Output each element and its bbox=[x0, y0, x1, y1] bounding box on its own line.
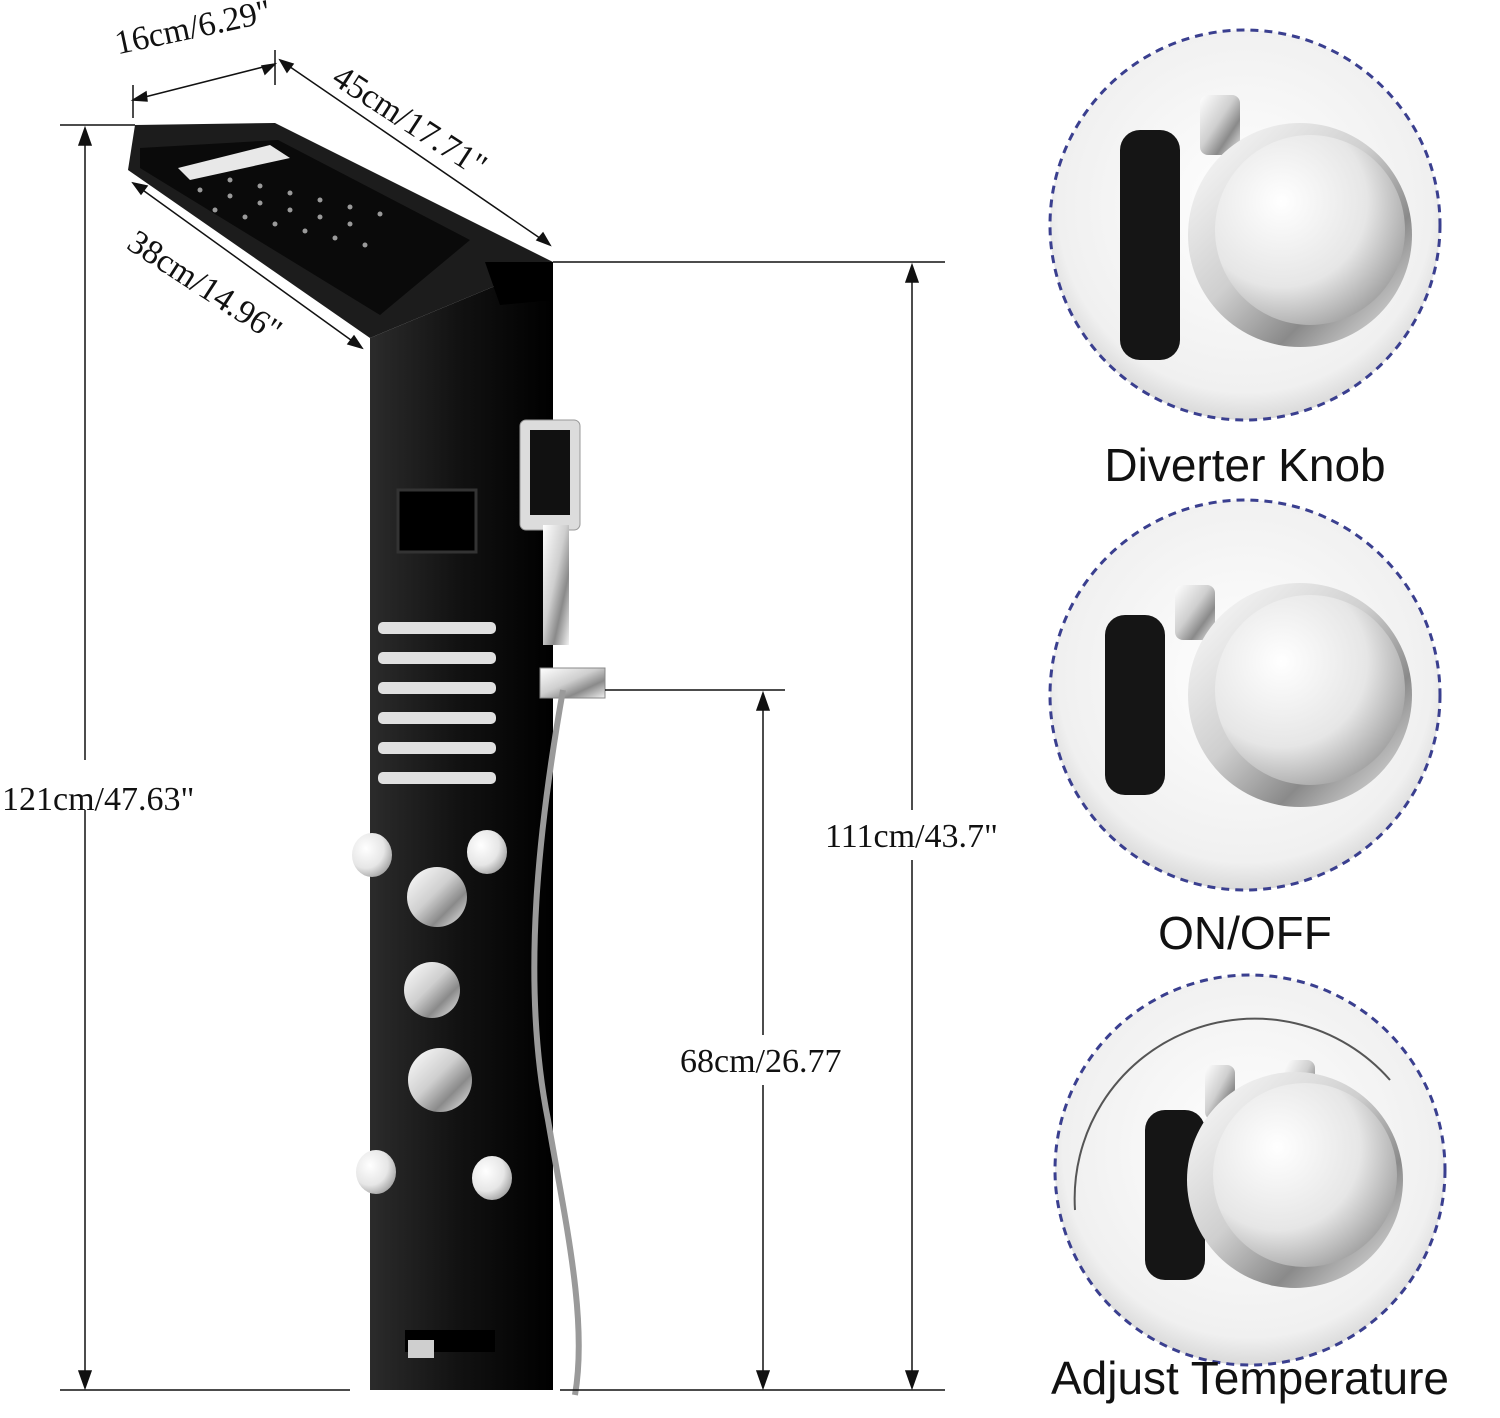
hand-shower bbox=[519, 419, 606, 1396]
total-height-label: 121cm/47.63" bbox=[2, 781, 195, 818]
on-off-caption: ON/OFF bbox=[1158, 907, 1332, 959]
panel-height-label: 111cm/43.7" bbox=[825, 818, 998, 855]
temperature-display bbox=[396, 488, 478, 554]
rain-nozzles bbox=[197, 177, 383, 248]
adjust-temperature-caption: Adjust Temperature bbox=[1050, 1352, 1450, 1404]
massage-jet bbox=[352, 830, 512, 1200]
panel-knob bbox=[404, 867, 472, 1112]
diverter-knob-icon bbox=[1048, 28, 1442, 422]
shower-panel bbox=[128, 123, 606, 1396]
holder-height-label: 68cm/26.77 bbox=[680, 1043, 842, 1080]
body-spray-jets bbox=[378, 622, 496, 784]
dimension-lines bbox=[60, 50, 945, 1391]
thermostatic-knob-icon bbox=[1053, 973, 1447, 1367]
on-off-knob-icon bbox=[1048, 498, 1442, 892]
diverter-knob-caption: Diverter Knob bbox=[1104, 439, 1386, 491]
